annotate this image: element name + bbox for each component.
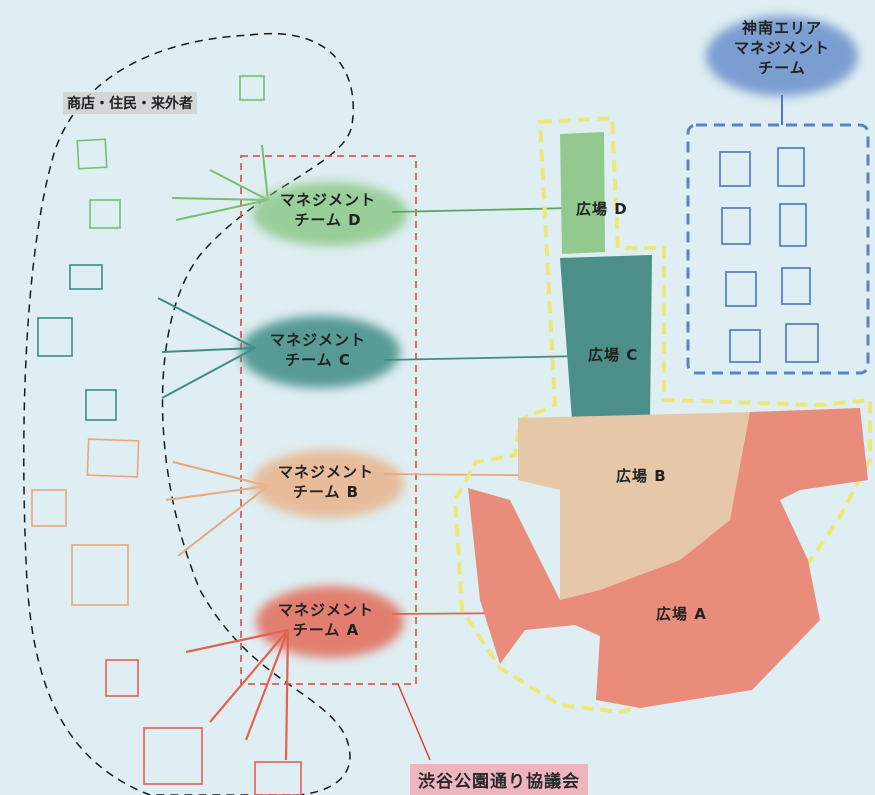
stakeholder-region [23, 32, 354, 795]
plaza-b-shape [518, 412, 752, 600]
council-label: 渋谷公園通り協議会 [410, 764, 588, 795]
jingu-team-label: 神南エリア マネジメント チーム [712, 18, 852, 78]
plaza-c-shape [560, 255, 652, 420]
plaza-d-shape [560, 132, 605, 254]
team-b-line1: マネジメント [277, 463, 374, 481]
team-d-line1: マネジメント [279, 191, 376, 209]
plaza-area-boundary [452, 115, 872, 715]
jingu-team-line1: 神南エリア [741, 19, 822, 37]
team-c-label: マネジメント チーム C [248, 330, 388, 370]
plaza-a-shape [468, 408, 868, 708]
team-b-blob [252, 450, 404, 518]
jingu-buildings [719, 147, 819, 363]
jingu-team-line2: マネジメント [733, 39, 830, 57]
fan-lines-c [157, 297, 256, 399]
stakeholder-squares [31, 75, 302, 795]
plaza-a-label: 広場 A [656, 605, 707, 623]
jingu-area-boundary [686, 123, 870, 375]
team-a-line1: マネジメント [277, 601, 374, 619]
jingu-team-blob [706, 16, 858, 96]
team-c-line2: チーム C [285, 351, 351, 369]
team-d-label: マネジメント チーム D [258, 190, 398, 230]
team-b-label: マネジメント チーム B [256, 462, 396, 502]
link-c [383, 355, 585, 361]
team-c-line1: マネジメント [269, 331, 366, 349]
team-d-line2: チーム D [294, 211, 362, 229]
fan-lines-d [171, 144, 269, 221]
fan-lines-b [165, 461, 269, 557]
plaza-b-label: 広場 B [616, 467, 667, 485]
team-d-blob [252, 182, 408, 246]
jingu-team-line3: チーム [758, 59, 806, 77]
team-a-blob [256, 586, 404, 658]
team-c-blob [240, 316, 400, 388]
link-d [391, 207, 573, 213]
team-b-line2: チーム B [292, 483, 360, 501]
plaza-c-label: 広場 C [588, 346, 639, 364]
team-a-line2: チーム A [292, 621, 360, 639]
team-a-label: マネジメント チーム A [256, 600, 396, 640]
council-boundary [240, 155, 417, 685]
council-connector [397, 683, 431, 761]
stakeholders-label: 商店・住民・来外者 [63, 92, 197, 114]
plaza-d-label: 広場 D [576, 200, 628, 218]
